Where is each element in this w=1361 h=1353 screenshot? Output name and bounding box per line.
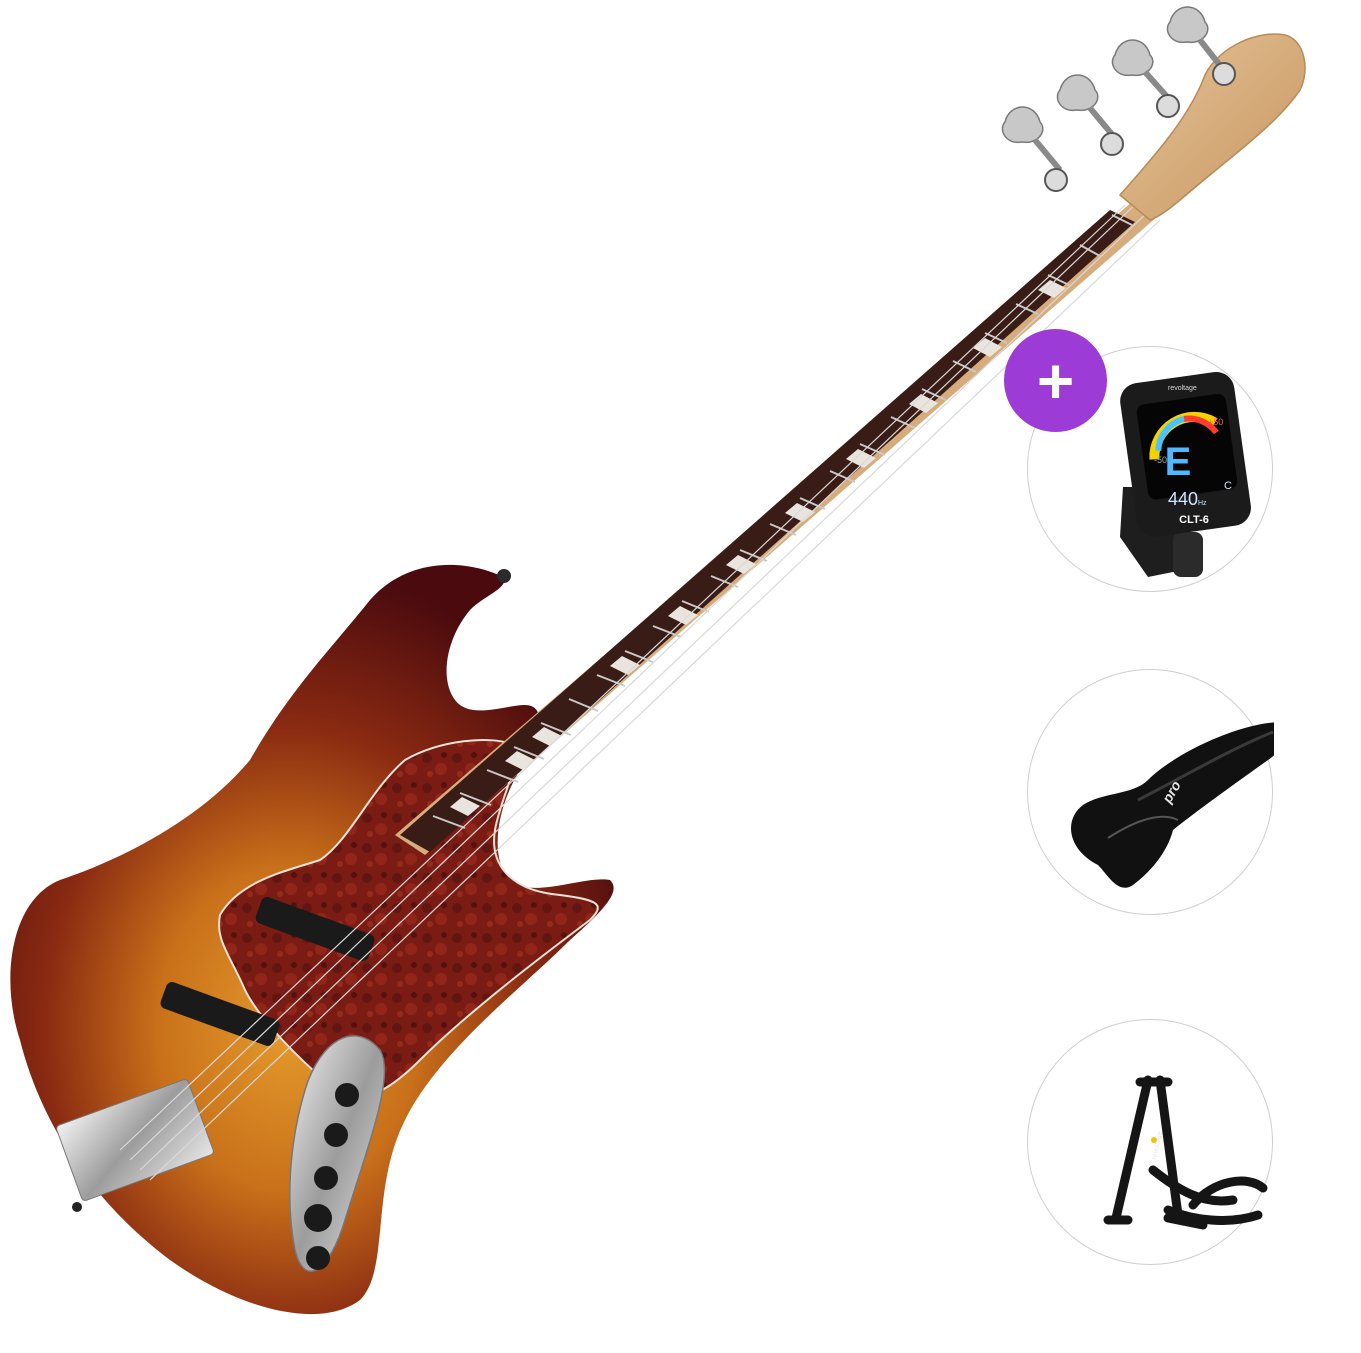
tuner-freq-unit: Hz [1198, 500, 1207, 507]
clip-tuner-icon: E -50 +50 440 Hz C CLT-6 revoltage [1120, 372, 1251, 577]
tuner-right: +50 [1208, 417, 1223, 427]
tuner-note: E [1165, 440, 1192, 484]
tuner-mode: C [1224, 480, 1232, 492]
gig-bag-icon: pro [1071, 722, 1274, 888]
neck-pickup [255, 897, 375, 961]
bridge [56, 1079, 214, 1201]
fretboard [400, 210, 1135, 852]
tuner-left: -50 [1154, 455, 1167, 465]
tuner-brand: revoltage [1168, 385, 1197, 392]
bridge-pickup [160, 982, 280, 1046]
tuner-freq: 440 [1168, 489, 1198, 509]
pickguard [218, 739, 599, 1098]
bundle-plus-badge: + [1004, 329, 1107, 432]
tuning-pegs [1001, 6, 1236, 192]
bundle-item-guitar-stand[interactable]: revoltage [1027, 1019, 1273, 1265]
tuner-model: CLT-6 [1179, 514, 1209, 526]
guitar-stand-icon: revoltage [1103, 1075, 1268, 1230]
stand-brand: revoltage [1151, 1131, 1164, 1161]
headstock [1118, 33, 1306, 221]
bundle-item-tuner[interactable]: E -50 +50 440 Hz C CLT-6 revoltage [1027, 346, 1273, 592]
bundle-item-gig-bag[interactable]: pro [1027, 669, 1274, 915]
